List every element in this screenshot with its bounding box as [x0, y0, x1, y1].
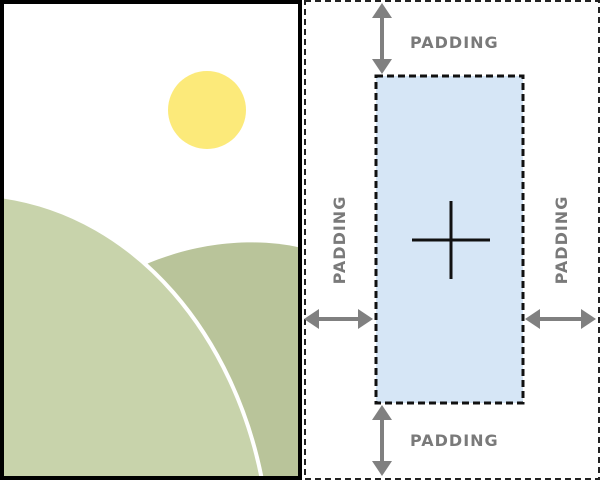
top-padding-arrow	[372, 3, 392, 74]
padding-label-bottom: PADDING	[410, 431, 499, 450]
left-padding-arrow	[304, 309, 373, 329]
padding-label-right: PADDING	[552, 195, 571, 285]
image-placeholder	[0, 0, 302, 480]
sun-icon	[168, 71, 246, 149]
move-crosshair-icon	[412, 201, 490, 279]
right-padding-arrow	[525, 309, 596, 329]
front-hill	[3, 194, 264, 477]
padding-label-left: PADDING	[330, 195, 349, 285]
bottom-padding-arrow	[372, 405, 392, 476]
padding-container	[304, 0, 600, 480]
outer-dashed-border	[304, 0, 600, 480]
content-box	[374, 74, 525, 405]
padding-label-top: PADDING	[410, 33, 499, 52]
image-frame-border	[0, 0, 302, 480]
